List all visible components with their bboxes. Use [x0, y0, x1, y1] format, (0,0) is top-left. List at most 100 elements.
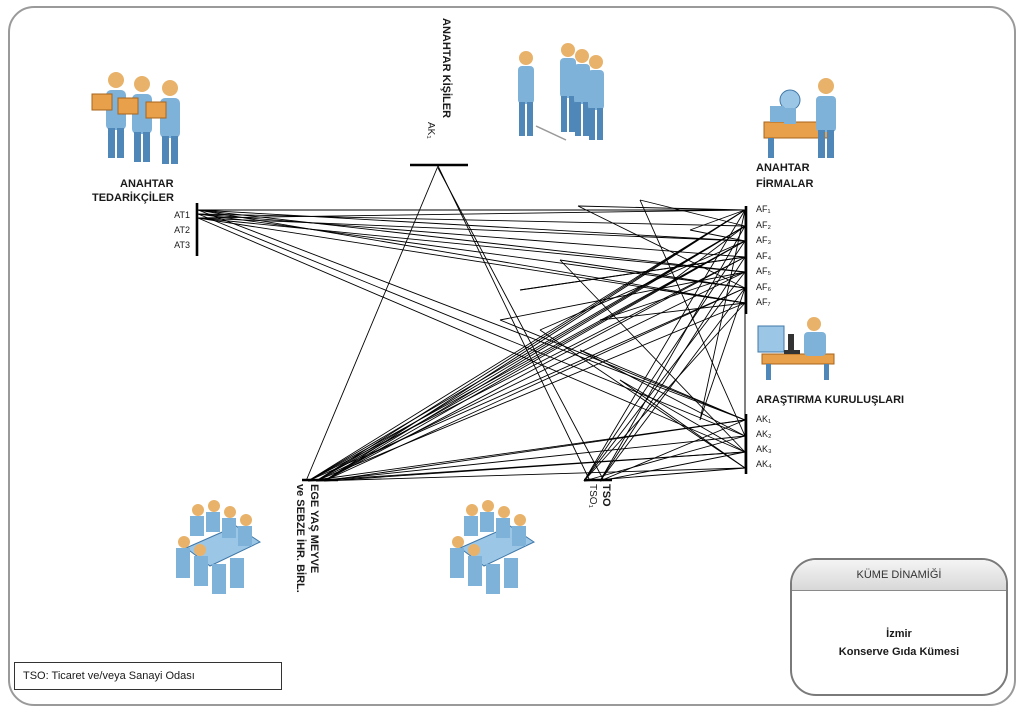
edge-line	[323, 209, 746, 482]
edge-line	[315, 225, 746, 482]
list-item: AK₁	[756, 414, 772, 424]
edge-line	[619, 379, 746, 453]
edge-line	[315, 271, 746, 482]
edge-line	[197, 209, 746, 242]
legend-box: TSO: Ticaret ve/veya Sanayi Odası	[14, 662, 282, 690]
edge-line	[323, 451, 746, 482]
list-item: AT1	[174, 210, 190, 220]
edge-line	[539, 240, 746, 331]
edge-line	[577, 205, 746, 289]
edge-line	[323, 225, 746, 482]
firmalar-title-2: FİRMALAR	[756, 178, 814, 190]
edge-line	[499, 319, 746, 421]
list-item: AF₃	[756, 235, 772, 245]
edge-line	[197, 213, 746, 227]
edge-line	[307, 225, 746, 482]
list-item: AT3	[174, 240, 190, 250]
edge-line	[599, 271, 746, 321]
edge-line	[323, 287, 746, 482]
edge-line	[583, 271, 746, 482]
edge-line	[499, 271, 746, 321]
meeting-table-icon-center	[450, 500, 536, 594]
list-item: AF₄	[756, 250, 772, 261]
edge-line	[323, 256, 746, 482]
edge-line	[639, 199, 746, 227]
edge-line	[197, 217, 746, 453]
tso-title: TSO	[600, 484, 612, 507]
tedarikciler-list: AT1 AT2 AT3	[160, 208, 190, 253]
edge-line	[583, 302, 746, 482]
edge-line	[197, 217, 746, 304]
edge-line	[583, 435, 746, 482]
edge-line	[699, 209, 746, 421]
tedarikciler-title-1: ANAHTAR	[120, 178, 174, 190]
edge-line	[599, 287, 746, 482]
meeting-table-icon-left	[176, 500, 262, 594]
edge-line	[197, 217, 746, 273]
ege-title-1: EGE YAŞ MEYVE	[308, 484, 320, 574]
edge-line	[599, 451, 746, 482]
arastirma-title: ARAŞTIRMA KURULUŞLARI	[756, 394, 905, 406]
edge-line	[197, 213, 746, 258]
edge-line	[539, 329, 746, 469]
edge-line	[689, 229, 746, 242]
edge-line	[307, 256, 746, 482]
edge-line	[437, 165, 591, 482]
tedarikciler-title-2: TEDARİKÇİLER	[92, 192, 174, 204]
tso-sub: TSO₁	[587, 484, 598, 508]
list-item: AK₄	[756, 459, 772, 469]
edge-line	[315, 209, 746, 482]
kume-line-1: İzmir	[886, 628, 912, 640]
edge-line	[599, 225, 746, 482]
edge-line	[197, 209, 746, 304]
edge-line	[579, 349, 746, 437]
edge-line	[197, 209, 746, 273]
list-item: AT2	[174, 225, 190, 235]
edge-line	[583, 209, 746, 482]
list-item: AK₃	[756, 444, 772, 454]
anahtar-kisiler-sub: AK₁	[425, 122, 436, 139]
edge-line	[579, 349, 746, 421]
key-people-icon	[518, 43, 604, 141]
edge-line	[197, 209, 746, 219]
edge-line	[599, 419, 746, 482]
edge-line	[519, 256, 746, 291]
edge-line	[689, 209, 746, 231]
list-item: AF₅	[756, 266, 772, 276]
list-item: AF₇	[756, 297, 771, 307]
kume-line-2: Konserve Gıda Kümesi	[838, 646, 960, 658]
edge-line	[659, 225, 746, 291]
edge-line	[315, 240, 746, 482]
edge-line	[315, 435, 746, 482]
kume-dinamigi-box: KÜME DİNAMİĞİ İzmir Konserve Gıda Kümesi	[790, 558, 1008, 696]
edge-line	[197, 213, 746, 289]
list-item: AK₂	[756, 429, 772, 439]
edge-line	[323, 240, 746, 482]
firmalar-list: AF₁ AF₂ AF₃ AF₄ AF₅ AF₆ AF₇	[756, 202, 771, 311]
edge-line	[315, 467, 746, 482]
list-item: AF₂	[756, 219, 771, 230]
edge-line	[577, 205, 746, 211]
edge-line	[599, 302, 746, 321]
edge-line	[305, 165, 439, 482]
list-item: AF₆	[756, 281, 772, 292]
edge-line	[197, 209, 746, 421]
edge-line	[323, 419, 746, 482]
edge-line	[559, 259, 746, 289]
kume-body: İzmir Konserve Gıda Kümesi	[792, 591, 1006, 661]
ege-title-2: ve SEBZE İHR. BİRL.	[294, 484, 306, 593]
firm-worker-icon	[763, 78, 836, 158]
edge-line	[315, 302, 746, 482]
list-item: AF₁	[756, 204, 771, 214]
arastirma-list: AK₁ AK₂ AK₃ AK₄	[756, 412, 772, 472]
edge-line	[599, 256, 746, 482]
edge-line	[659, 289, 746, 304]
anahtar-kisiler-title: ANAHTAR KİŞİLER	[440, 18, 452, 119]
firmalar-title-1: ANAHTAR	[756, 162, 810, 174]
supplier-people-icon	[91, 72, 180, 164]
edge-line	[307, 209, 746, 482]
edge-line	[699, 287, 746, 421]
edge-line	[197, 217, 746, 242]
edge-line	[619, 379, 746, 469]
